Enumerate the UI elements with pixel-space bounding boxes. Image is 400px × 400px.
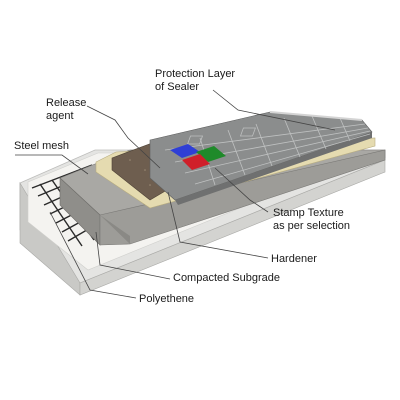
label-steel-mesh: Steel mesh: [14, 140, 69, 152]
label-protection-layer-line1: Protection Layer: [155, 68, 235, 80]
stamp-texture-surface: [149, 111, 373, 205]
label-hardener: Hardener: [271, 253, 317, 265]
colour-swatches: [170, 144, 226, 170]
label-polyethene: Polyethene: [139, 293, 194, 305]
label-stamp-texture-line2: as per selection: [273, 220, 350, 232]
label-release-agent-line1: Release: [46, 97, 86, 109]
label-stamp-texture-line1: Stamp Texture: [273, 207, 344, 219]
red-swatch: [182, 154, 210, 170]
sealer-edge: [269, 111, 363, 121]
label-protection-layer-line2: of Sealer: [155, 81, 199, 93]
label-compacted-subgrade: Compacted Subgrade: [173, 272, 280, 284]
leader-lines: [15, 89, 336, 299]
label-release-agent-line2: agent: [46, 110, 74, 122]
blue-swatch: [170, 144, 200, 158]
labels: Protection Layer of Sealer Release agent…: [14, 68, 350, 305]
